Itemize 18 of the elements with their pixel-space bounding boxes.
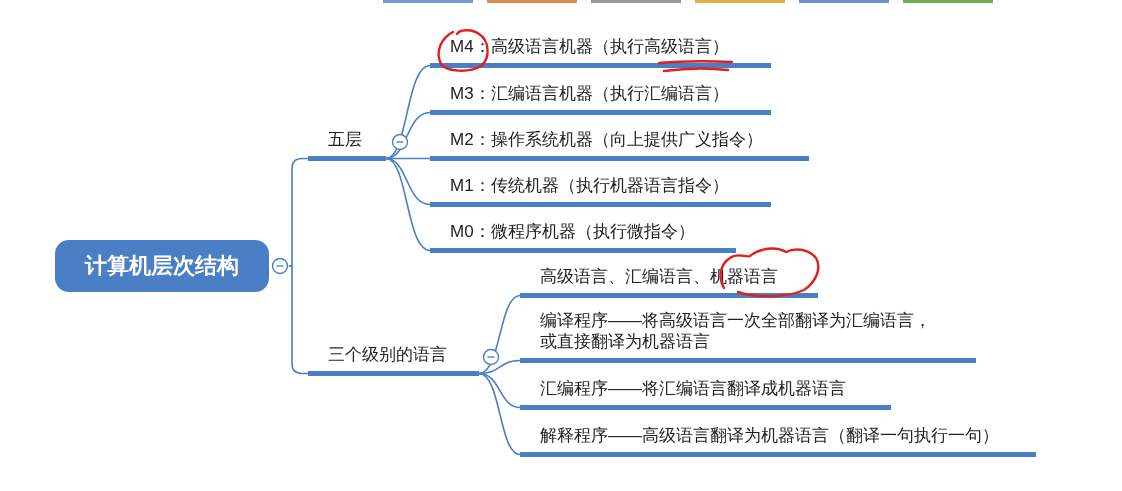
connector-line (288, 265, 309, 375)
connector-line (478, 359, 521, 375)
connector-line (478, 372, 521, 456)
branch-topic: M4：高级语言机器（执行高级语言） (430, 36, 771, 68)
branch-topic: 编译程序——将高级语言一次全部翻译为汇编语言，或直接翻译为机器语言 (520, 310, 976, 363)
connector-line (478, 294, 521, 375)
connector-line (385, 111, 431, 160)
branch-topic: M0：微程序机器（执行微指令） (430, 221, 736, 253)
connector-line (385, 157, 431, 252)
connector-line (288, 157, 309, 267)
branch-topic: 五层 (308, 129, 386, 161)
branch-topic: M1：传统机器（执行机器语言指令） (430, 175, 771, 207)
root-topic: 计算机层次结构 (55, 240, 269, 292)
branch-topic: 解释程序——高级语言翻译为机器语言（翻译一句执行一句） (520, 425, 1036, 457)
branch-topic: 汇编程序——将汇编语言翻译成机器语言 (520, 378, 891, 410)
branch-topic: M2：操作系统机器（向上提供广义指令） (430, 129, 809, 161)
branch-topic: 三个级别的语言 (308, 344, 479, 376)
branch-topic: M3：汇编语言机器（执行汇编语言） (430, 83, 771, 115)
